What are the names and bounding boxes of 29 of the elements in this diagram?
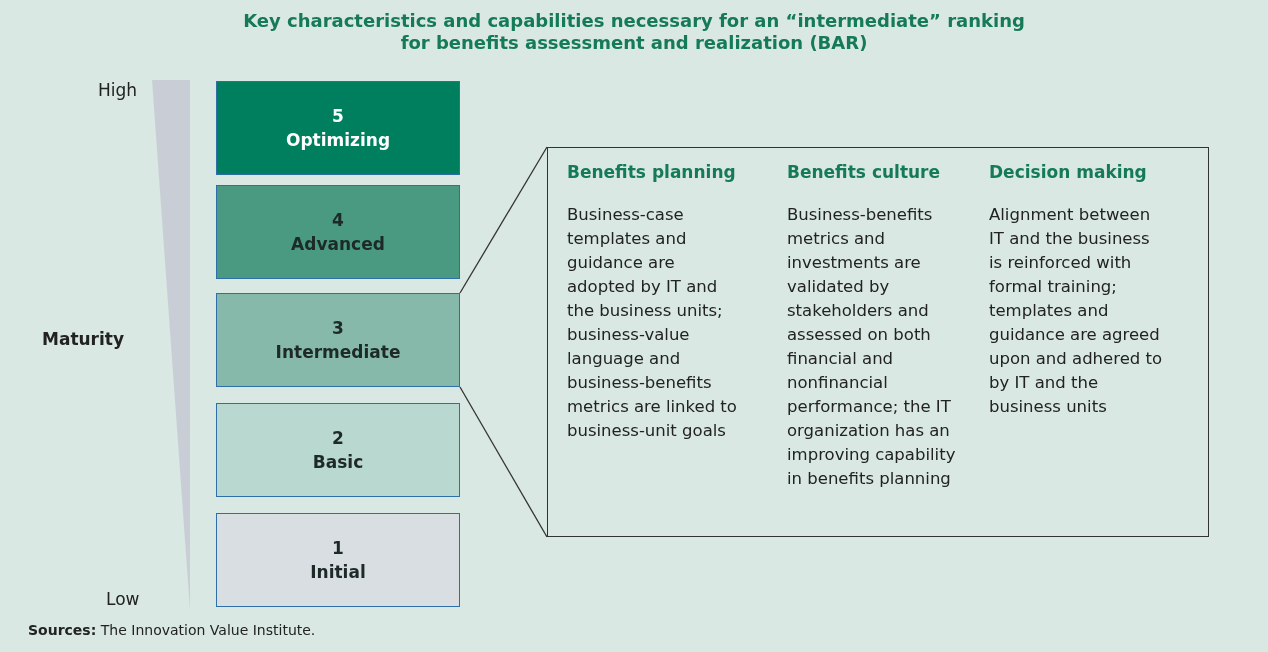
zoom-line bbox=[459, 386, 548, 538]
level-number: 3 bbox=[332, 317, 344, 340]
column-text: Alignment between IT and the business is reinforced with formal training; templates and guidance are agreed upon and adhered to by IT and the business units bbox=[989, 204, 1164, 418]
level-box bbox=[216, 293, 460, 387]
column-heading: Decision making bbox=[989, 161, 1147, 183]
scale-label: High bbox=[98, 80, 138, 100]
column-heading: Benefits planning bbox=[567, 161, 736, 183]
title: Key characteristics and capabilities necessary for an “intermediate” ranking for benefits assessment and realization (BAR) bbox=[242, 10, 1026, 54]
level-box bbox=[216, 513, 460, 607]
column-text: Business-benefits metrics and investments are validated by stakeholders and assessed on both financial and nonfinancial performance; the IT organization has an improving capability in benefits planning bbox=[787, 204, 957, 490]
caption: Sources: The Innovation Value Institute. bbox=[28, 622, 316, 638]
level-number: 1 bbox=[332, 537, 344, 560]
level-number: 2 bbox=[332, 427, 344, 450]
column-heading: Benefits culture bbox=[787, 161, 941, 183]
level-number: 4 bbox=[332, 209, 344, 232]
level-box bbox=[216, 185, 460, 279]
level-name: Advanced bbox=[291, 233, 385, 256]
column-text: Business-case templates and guidance are adopted by IT and the business units; business-value language and business-benefits metrics are linked to business-unit goals bbox=[567, 204, 738, 442]
level-number: 5 bbox=[332, 105, 344, 128]
detail-panel bbox=[547, 147, 1209, 537]
level-box bbox=[216, 403, 460, 497]
scale-label: Low bbox=[106, 589, 140, 609]
level-name: Basic bbox=[312, 451, 364, 474]
zoom-line bbox=[459, 146, 548, 294]
axis-label: Maturity bbox=[42, 329, 125, 349]
level-box bbox=[216, 81, 460, 175]
level-name: Optimizing bbox=[285, 129, 391, 152]
level-name: Initial bbox=[310, 561, 366, 584]
level-name: Intermediate bbox=[275, 341, 401, 364]
